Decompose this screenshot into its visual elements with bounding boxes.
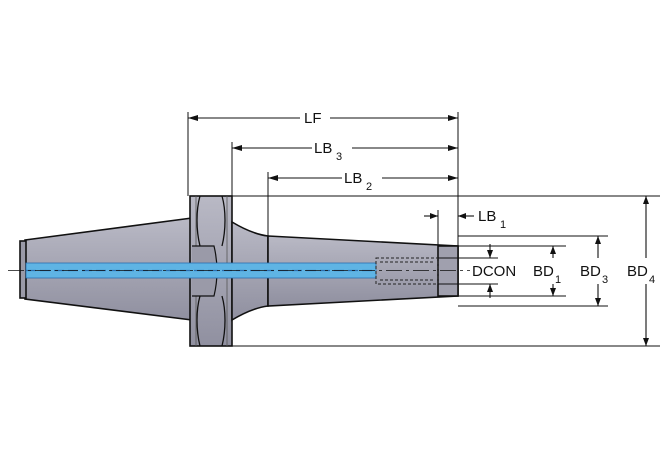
label-lb3: LB [314,140,332,157]
dimension-bd4: BD 4 [627,196,655,346]
dimension-bd1: BD 1 [533,246,561,296]
dimension-lb3: LB 3 [232,138,458,163]
label-dcon: DCON [472,263,516,280]
dimension-bd3: BD 3 [580,236,608,306]
label-bd4: BD [627,263,648,280]
label-bd3-sub: 3 [602,274,608,286]
label-lf: LF [304,110,322,127]
dimension-lb1: LB 1 [424,208,506,231]
label-lb2-sub: 2 [366,181,372,193]
label-lb1-sub: 1 [500,219,506,231]
label-lb1: LB [478,208,496,225]
bore-outline [375,257,439,285]
label-bd4-sub: 4 [649,274,655,286]
front-nose [437,245,459,297]
flange-groove-upper [196,195,226,247]
dimension-lf: LF [188,108,458,127]
label-bd3: BD [580,263,601,280]
taper-end-face [19,240,27,299]
extension-lines [187,112,660,347]
label-bd1: BD [533,263,554,280]
dimension-lb2: LB 2 [268,168,458,193]
flange-groove-lower [196,295,226,347]
label-bd1-sub: 1 [555,274,561,286]
internal-bore [375,257,439,285]
label-lb2: LB [344,170,362,187]
label-lb3-sub: 3 [336,151,342,163]
dimension-dcon: DCON [472,244,516,298]
